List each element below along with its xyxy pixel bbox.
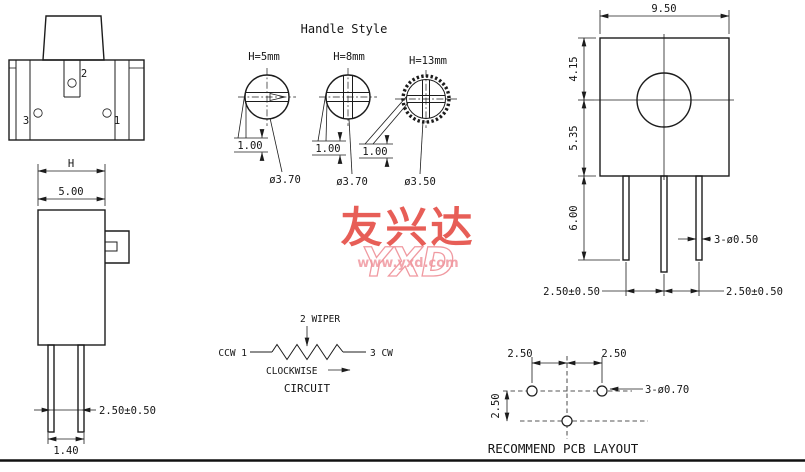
dim-body-width: 5.00 [37,186,106,202]
dim-4-15-label: 4.15 [568,56,580,81]
adjust-hole [636,72,692,128]
handle-style: Handle Style H=5mm 1.00 ø3.70 [234,22,457,188]
dim-6-00-label: 6.00 [568,205,580,230]
front-pin-2-hole [67,78,77,88]
circuit-caption: CIRCUIT [284,382,331,395]
ccw-terminal-label: CCW 1 [218,348,247,359]
dim-pad-pitch-vertical: 2.50 [490,390,510,422]
dim-lower-535: 5.35 [568,99,596,177]
dim-1-40-label: 1.40 [53,445,78,457]
front-pin-3-label: 3 [23,115,29,127]
pcb-dim-right-label: 2.50 [601,348,626,360]
front-pin-1-hole [102,108,112,118]
front-pin-1-label: 1 [114,115,120,127]
slot-width-2-label: 1.00 [315,143,340,155]
dim-pin-length-600: 6.00 [568,175,620,261]
watermark: www.yxd.com YXD 友兴达 [340,203,475,287]
dim-2-50-label: 2.50±0.50 [99,405,156,417]
pcb-dim-vertical-label: 2.50 [490,393,502,418]
watermark-url: www.yxd.com [357,256,458,271]
side-view: H 5.00 2.50±0.50 1.40 [34,158,156,457]
clockwise-label: CLOCKWISE [266,366,318,377]
pcb-layout-caption: RECOMMEND PCB LAYOUT [488,441,639,456]
slot-width-3-label: 1.00 [362,146,387,158]
handle-circle-5mm [244,74,290,120]
side-pin-left [47,344,55,433]
dim-h-label: H [68,158,74,170]
wiper-label: 2 WIPER [300,314,340,325]
pcb-layout: 2.50 2.50 2.50 3-ø0.70 RECOMMEND PCB LAY… [488,348,690,456]
front-pin-2-label: 2 [81,68,87,80]
top-pin-left [622,175,630,261]
side-snap-hook [105,230,130,264]
front-handle [42,15,105,61]
handle-variant-8mm: H=8mm 1.00 ø3.70 [312,51,377,188]
side-body [37,209,106,346]
handle-style-title: Handle Style [301,22,388,36]
dim-diameter-3: ø3.50 [404,120,436,188]
front-body [8,59,145,141]
side-pin-right [77,344,85,433]
knurled-ring [401,74,451,124]
front-view: 2 3 1 [8,15,145,141]
pad-callout-label: 3-ø0.70 [645,384,689,396]
variant-3-label: H=13mm [409,55,447,67]
slot-pointer [269,92,286,102]
pin-callout-label: 3-ø0.50 [714,234,758,246]
dim-slot-width-1: 1.00 [234,92,268,161]
dim-slot-width-2: 1.00 [312,92,346,164]
dim-pin-offset: 1.40 [47,433,85,457]
front-pin-3-hole [33,108,43,118]
dim-upper-415: 4.15 [568,37,596,101]
dim-pad-pitch-left: 2.50 [507,348,568,366]
pcb-pad-top-left [526,385,538,397]
slot-width-1-label: 1.00 [237,140,262,152]
circuit-diagram: 2 WIPER CCW 1 3 CW CLOCKWISE CIRCUIT [218,314,393,395]
front-body-details [9,60,144,140]
top-pin-middle [660,175,668,273]
dim-pad-pitch-right: 2.50 [566,348,627,366]
dim-pitch-left-label: 2.50±0.50 [543,286,600,298]
watermark-chinese-name: 友兴达 [340,203,475,252]
resistor-zigzag [271,343,344,361]
dim-diameter-1: ø3.70 [269,117,301,186]
diameter-1-label: ø3.70 [269,174,301,186]
dim-pitch-right-label: 2.50±0.50 [726,286,783,298]
dim-9-50-label: 9.50 [651,3,676,15]
diameter-2-label: ø3.70 [336,176,368,188]
handle-variant-13mm: H=13mm 1.00 ø3.50 [359,55,457,188]
diameter-3-label: ø3.50 [404,176,436,188]
dim-pin-pitches: 2.50±0.50 2.50±0.50 [543,262,783,298]
top-view: 9.50 4.15 5.35 6.00 3-ø0.50 [543,3,783,298]
pcb-pad-top-right [596,385,608,397]
dim-diameter-2: ø3.70 [336,118,368,188]
cw-terminal-label: 3 CW [370,348,393,359]
watermark-logo-text: YXD [361,240,454,286]
handle-circle-13mm [406,79,446,119]
callout-pad-diameter: 3-ø0.70 [609,384,689,396]
dim-5-35-label: 5.35 [568,125,580,150]
dim-5-00-label: 5.00 [58,186,83,198]
dim-overall-width: 9.50 [599,3,730,34]
dim-slot-width-3: 1.00 [359,95,409,167]
variant-1-label: H=5mm [248,51,280,63]
variant-2-label: H=8mm [333,51,365,63]
handle-variant-5mm: H=5mm 1.00 ø3.70 [234,51,301,186]
top-pin-right [695,175,703,261]
top-body [599,37,730,177]
dim-pin-pitch: 2.50±0.50 [34,405,156,417]
pcb-pad-bottom [561,415,573,427]
callout-pin-diameter: 3-ø0.50 [678,234,758,246]
handle-circle-8mm [325,74,371,120]
pcb-dim-left-label: 2.50 [507,348,532,360]
